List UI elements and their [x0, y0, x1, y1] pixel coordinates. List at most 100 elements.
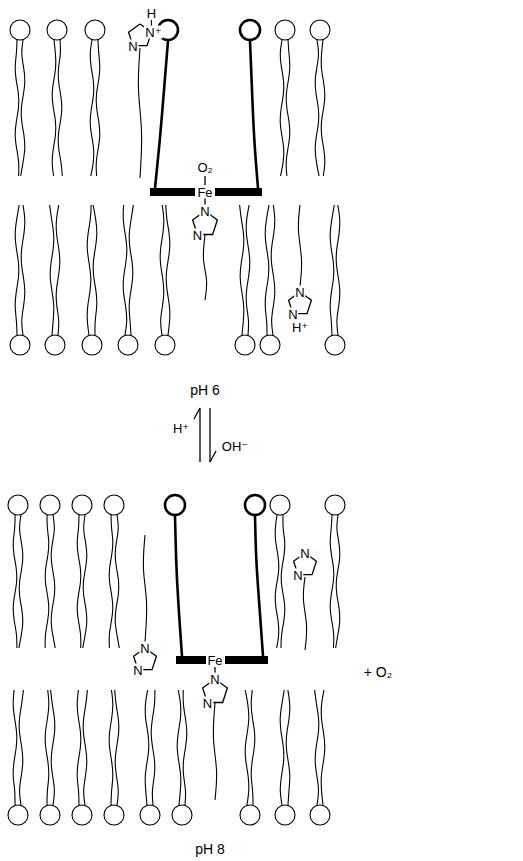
porphyrin-head	[165, 495, 185, 515]
lipid-head	[72, 495, 92, 515]
imidazole-tail	[138, 48, 141, 178]
lipid	[104, 690, 124, 825]
lipid-tail	[123, 205, 127, 335]
lipid-tail	[183, 690, 187, 805]
lipid-tail	[109, 515, 113, 648]
lipid-tail	[177, 690, 181, 805]
equilibrium-arrow	[199, 408, 200, 462]
lipid	[40, 690, 60, 825]
lipid-tail	[58, 40, 62, 176]
lipid-tail	[321, 690, 325, 805]
lipid-tail	[336, 515, 340, 648]
lipid	[72, 690, 92, 825]
lipid-tail	[21, 205, 25, 335]
chem-label: N	[294, 286, 305, 299]
lipid-tail	[129, 205, 133, 335]
fe-o2-bond	[204, 176, 205, 185]
lipid-head	[140, 805, 160, 825]
lipid-tail	[109, 690, 113, 805]
lipid	[82, 205, 102, 355]
lipid-tail	[19, 515, 23, 648]
lipid	[260, 205, 280, 355]
lipid-tail	[330, 205, 334, 335]
imidazole-tail	[298, 205, 301, 286]
lipid-head	[155, 335, 175, 355]
lipid-head	[275, 805, 295, 825]
porphyrin-plane	[150, 188, 195, 196]
lipid-tail	[45, 515, 49, 648]
lipid-tail	[315, 40, 319, 176]
lipid	[47, 20, 67, 176]
lipid	[275, 20, 295, 176]
imidazole-tail	[143, 535, 146, 642]
lipid-head	[72, 805, 92, 825]
equilibrium-arrow	[210, 451, 216, 462]
chem-label: N	[199, 205, 210, 218]
lipid-head	[82, 335, 102, 355]
porphyrin-head	[245, 495, 265, 515]
lipid-tail	[251, 690, 255, 805]
lipid	[118, 205, 138, 355]
chem-label: O₂	[196, 161, 213, 174]
lipid-tail	[246, 205, 250, 335]
lipid-head	[104, 805, 124, 825]
chem-label: N⁺	[144, 26, 162, 39]
lipid-head	[8, 495, 28, 515]
lipid-head	[325, 495, 345, 515]
lipid-head	[325, 335, 345, 355]
lipid	[310, 690, 330, 825]
chem-label: pH 8	[194, 842, 226, 856]
lipid-tail	[245, 690, 249, 805]
lipid-tail	[96, 40, 100, 176]
lipid	[10, 20, 30, 176]
lipid-head	[235, 335, 255, 355]
chem-label: N	[209, 673, 220, 686]
porphyrin-chain	[250, 41, 258, 188]
lipid	[310, 20, 330, 176]
chem-label: N	[299, 547, 310, 560]
lipid-tail	[115, 515, 119, 648]
chem-label: + O₂	[363, 665, 393, 679]
porphyrin-chain	[175, 516, 182, 656]
lipid-head	[10, 20, 30, 40]
lipid-tail	[275, 515, 279, 648]
lipid-tail	[330, 515, 334, 648]
lipid-tail	[145, 690, 149, 805]
lipid-head	[172, 805, 192, 825]
lipid	[85, 20, 105, 176]
chem-label: N	[287, 307, 298, 320]
imidazole-tail	[303, 577, 306, 650]
lipid-tail	[83, 690, 87, 805]
chem-label: H⁺	[291, 321, 309, 334]
chem-label: H⁺	[172, 422, 190, 435]
lipid-tail	[280, 40, 284, 176]
lipid	[45, 205, 65, 355]
imidazole-tail	[213, 703, 216, 800]
chem-label: N	[192, 228, 203, 241]
lipid-tail	[15, 205, 19, 335]
lipid-tail	[160, 205, 164, 335]
porphyrin-plane	[225, 656, 268, 664]
lipid	[8, 690, 28, 825]
lipid-head	[104, 495, 124, 515]
chem-label: OH⁻	[221, 440, 249, 453]
lipid-tail	[13, 515, 17, 648]
lipid-tail	[166, 205, 170, 335]
lipid-tail	[52, 40, 56, 176]
lipid-head	[118, 335, 138, 355]
chem-label: N	[139, 642, 150, 655]
lipid-tail	[19, 690, 23, 805]
lipid-tail	[15, 40, 19, 176]
lipid	[240, 690, 260, 825]
chem-label: N	[132, 663, 143, 676]
porphyrin-chain	[155, 41, 168, 188]
lipid	[104, 495, 124, 648]
lipid-head	[310, 20, 330, 40]
lipid-head	[310, 805, 330, 825]
lipid-tail	[93, 205, 97, 335]
lipid-tail	[265, 205, 269, 335]
lipid	[140, 690, 160, 825]
chem-label: pH 6	[189, 383, 221, 397]
chem-label: N	[202, 696, 213, 709]
